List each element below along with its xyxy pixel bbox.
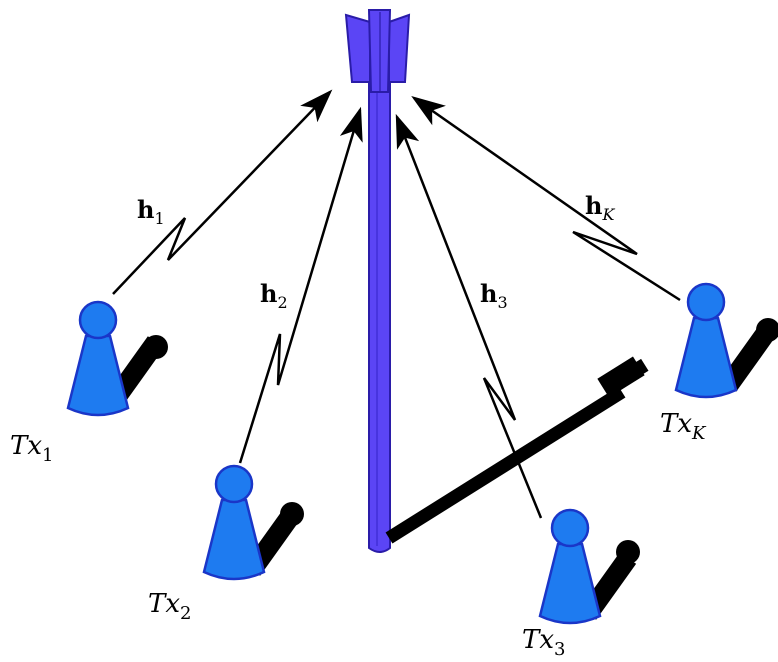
user-label-k: TxK	[660, 409, 707, 444]
channel-label-k: hK	[585, 191, 615, 224]
wireless-link-3	[395, 113, 543, 519]
channel-label-3: h3	[480, 279, 508, 312]
wireless-link-k	[411, 96, 681, 302]
user-label-2: Tx2	[148, 589, 191, 624]
user-figure-icon	[538, 508, 640, 625]
base-station-antenna-icon	[344, 9, 411, 553]
user-figure-icon	[202, 464, 304, 581]
base-station-handle-icon	[385, 356, 649, 544]
wireless-link-1	[112, 89, 333, 295]
user-figure-icon	[66, 300, 168, 417]
user-figure-icon	[674, 282, 778, 399]
channel-label-2: h2	[260, 279, 288, 312]
channel-label-1: h1	[137, 195, 165, 228]
user-label-3: Tx3	[522, 625, 565, 660]
user-label-1: Tx1	[10, 431, 53, 466]
wireless-link-2	[238, 106, 363, 464]
